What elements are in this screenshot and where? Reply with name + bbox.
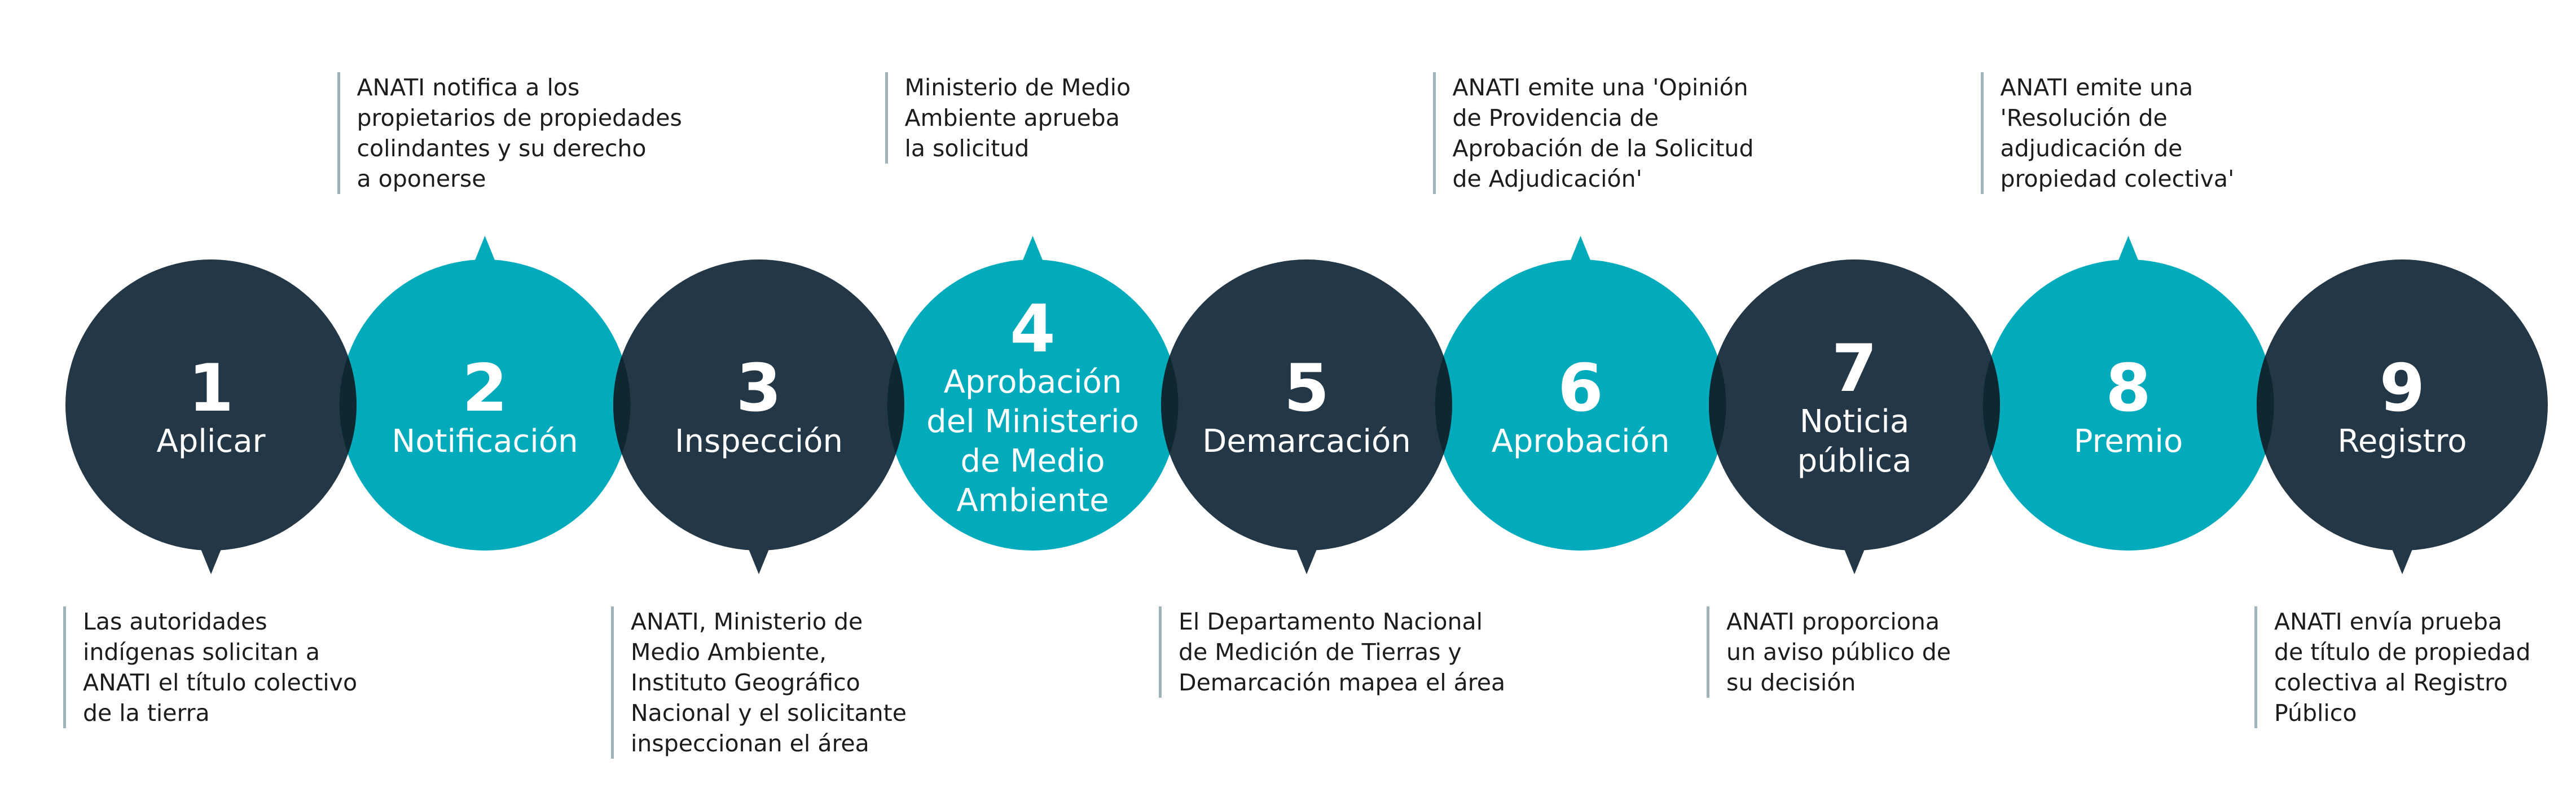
step-3-description: ANATI, Ministerio de Medio Ambiente, Ins… xyxy=(611,606,907,759)
circle-overlap xyxy=(2257,355,2274,455)
step-8-description: ANATI emite una 'Resolución de adjudicac… xyxy=(1980,72,2234,194)
step-5-description: El Departamento Nacional de Medición de … xyxy=(1159,606,1505,698)
step-number: 9 xyxy=(2379,350,2425,426)
step-number: 7 xyxy=(1831,331,1878,407)
step-9-circle xyxy=(2257,259,2548,574)
step-6-pointer xyxy=(1566,236,1595,272)
step-2-description: ANATI notifica a los propietarios de pro… xyxy=(337,72,682,194)
step-4-description: Ministerio de Medio Ambiente aprueba la … xyxy=(885,72,1131,164)
step-number: 2 xyxy=(462,350,508,426)
step-9-description: ANATI envía prueba de título de propieda… xyxy=(2254,606,2530,728)
step-1-description: Las autoridades indígenas solicitan a AN… xyxy=(63,606,357,728)
step-4-pointer xyxy=(1018,236,1048,272)
circle-overlap xyxy=(887,355,904,455)
circle-overlap xyxy=(1982,355,2000,455)
step-3-pointer xyxy=(744,538,773,574)
step-7-circle xyxy=(1709,259,2000,574)
step-6-description: ANATI emite una 'Opinión de Providencia … xyxy=(1432,72,1754,194)
step-3-circle xyxy=(613,259,904,574)
step-title: Demarcación xyxy=(1202,423,1411,460)
step-1-circle xyxy=(65,259,357,574)
step-6-circle xyxy=(1435,236,1726,551)
step-4-circle xyxy=(887,236,1179,551)
step-number: 8 xyxy=(2105,350,2151,426)
step-8-pointer xyxy=(2113,236,2143,272)
circle-overlap xyxy=(613,355,631,455)
step-number: 3 xyxy=(736,350,782,426)
step-number: 5 xyxy=(1283,350,1330,426)
step-number: 4 xyxy=(1010,291,1056,367)
circle-overlap xyxy=(1435,355,1452,455)
step-1-pointer xyxy=(196,538,226,574)
step-title: Notificación xyxy=(392,423,578,460)
step-title: Noticia pública xyxy=(1797,403,1912,479)
step-2-pointer xyxy=(470,236,500,272)
step-7-description: ANATI proporciona un aviso público de su… xyxy=(1707,606,1951,698)
step-2-circle xyxy=(339,236,631,551)
circle-overlap xyxy=(1161,355,1179,455)
step-title: Inspección xyxy=(674,423,843,460)
step-8-circle xyxy=(1982,236,2274,551)
step-title: Premio xyxy=(2073,423,2183,460)
step-title: Aprobación xyxy=(1491,423,1670,460)
step-title: Registro xyxy=(2337,423,2467,460)
step-5-circle xyxy=(1161,259,1452,574)
step-number: 1 xyxy=(188,350,234,426)
step-number: 6 xyxy=(1558,350,1603,426)
step-7-pointer xyxy=(1840,538,1869,574)
step-title: Aplicar xyxy=(156,423,266,460)
circle-overlap xyxy=(339,355,357,455)
circle-overlap xyxy=(1708,355,1726,455)
step-title: Aprobación del Ministerio de Medio Ambie… xyxy=(926,364,1139,519)
step-5-pointer xyxy=(1292,538,1321,574)
step-9-pointer xyxy=(2388,538,2417,574)
